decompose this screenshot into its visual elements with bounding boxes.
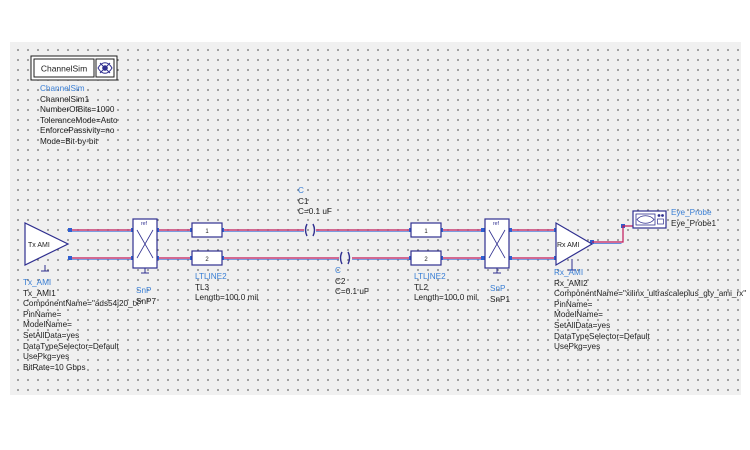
schematic-canvas[interactable] <box>10 42 741 395</box>
c2-type: C <box>335 266 341 275</box>
rx-label-block: Rx_AMI Rx_AMI2 ComponentName="xilinx_ult… <box>554 268 746 353</box>
snp7-component[interactable]: ref <box>132 218 158 274</box>
tx-param-usepkg: UsePkg=yes <box>23 352 70 362</box>
c2-instance: C2 <box>335 276 346 286</box>
tl3-pin1: 1 <box>205 229 209 235</box>
probe-instance: Eye_Probe1 <box>671 218 717 228</box>
tx-symbol-label: Tx AMI <box>28 242 50 249</box>
tl3-instance: TL3 <box>195 282 210 292</box>
rx-param-usepkg: UsePkg=yes <box>554 342 601 352</box>
tl3-pin2: 2 <box>205 257 209 263</box>
tl2-type: LTLINE2 <box>414 272 446 281</box>
rx-param-pin: PinName= <box>554 299 593 309</box>
tl2-pin1: 1 <box>424 229 428 235</box>
channelsim-param-mode: Mode=Bit-by-bit <box>40 136 98 146</box>
tx-label-block: Tx_AMI Tx_AMI1 ComponentName="ads54j20_t… <box>23 278 142 373</box>
tx-param-setall: SetAllData=yes <box>23 330 80 340</box>
wires-highlight <box>70 231 556 260</box>
tx-param-model: ModelName= <box>23 320 72 330</box>
channelsim-eye-icon <box>97 62 113 74</box>
channelsim-controller[interactable]: ChannelSim <box>30 55 118 81</box>
channelsim-icon-label: ChannelSim <box>41 64 87 74</box>
snp7-label-block: SnP SnP7 <box>136 286 156 307</box>
c1-param-value: C=0.1 uF <box>298 207 332 217</box>
channelsim-param-tolerance: ToleranceMode=Auto <box>40 115 118 125</box>
snp1-label-block: SnP SnP1 <box>490 284 510 305</box>
c1-label-block: C C1 C=0.1 uF <box>298 186 332 218</box>
channelsim-label-block: ChannelSim ChannelSim1 NumberOfBits=1000… <box>40 84 118 148</box>
rx-param-setall: SetAllData=yes <box>554 320 611 330</box>
tx-param-component: ComponentName="ads54j20_tx" <box>23 299 142 309</box>
rx-symbol-label: Rx AMI <box>557 242 580 249</box>
channelsim-type: ChannelSim <box>40 84 85 93</box>
tl3-type: LTLINE2 <box>195 272 227 281</box>
tl3-component[interactable]: 1 2 <box>191 222 223 266</box>
tx-param-pin: PinName= <box>23 309 62 319</box>
tl2-instance: TL2 <box>414 282 429 292</box>
tx-ami-symbol[interactable]: Tx AMI <box>24 222 70 272</box>
svg-text:ref: ref <box>141 221 147 227</box>
rx-ami-symbol[interactable]: Rx AMI <box>555 221 594 271</box>
tl2-pin2: 2 <box>424 257 428 263</box>
wires <box>70 229 556 259</box>
c1-type: C <box>298 186 304 195</box>
svg-text:ref: ref <box>493 221 499 227</box>
rx-param-model: ModelName= <box>554 310 603 320</box>
snp7-type: SnP <box>136 286 152 295</box>
channelsim-param-passivity: EnforcePassivity=no <box>40 126 115 136</box>
rx-to-probe-wire <box>592 225 633 244</box>
rx-instance: Rx_AMI2 <box>554 278 588 288</box>
c2-label-block: C C2 C=0.1 uF <box>335 266 369 298</box>
rx-param-datatype: DataTypeSelector=Default <box>554 331 650 341</box>
tl2-label-block: LTLINE2 TL2 Length=100.0 mil <box>414 272 477 304</box>
probe-label-block: Eye_Probe Eye_Probe1 <box>671 208 716 229</box>
tx-param-bitrate: BitRate=10 Gbps <box>23 362 86 372</box>
snp1-component[interactable]: ref <box>484 218 510 274</box>
tx-instance: Tx_AMI1 <box>23 288 56 298</box>
probe-type: Eye_Probe <box>671 208 712 217</box>
channelsim-param-bits: NumberOfBits=1000 <box>40 105 115 115</box>
capacitor-c2[interactable] <box>339 251 351 265</box>
rx-type: Rx_AMI <box>554 268 584 277</box>
tl2-component[interactable]: 1 2 <box>410 222 442 266</box>
tx-type: Tx_AMI <box>23 278 52 287</box>
c2-param-value: C=0.1 uF <box>335 287 369 297</box>
tl2-param-length: Length=100.0 mil <box>414 293 478 303</box>
tl3-label-block: LTLINE2 TL3 Length=100.0 mil <box>195 272 258 304</box>
snp1-type: SnP <box>490 284 506 293</box>
eye-probe-component[interactable] <box>632 210 667 229</box>
c1-instance: C1 <box>298 196 309 206</box>
snp7-instance: SnP7 <box>136 296 157 306</box>
tl3-param-length: Length=100.0 mil <box>195 293 259 303</box>
tx-param-datatype: DataTypeSelector=Default <box>23 341 119 351</box>
rx-param-component: ComponentName="xilinx_ultrascaleplus_gty… <box>554 289 747 299</box>
snp1-instance: SnP1 <box>490 294 511 304</box>
channelsim-instance: ChannelSim1 <box>40 94 90 104</box>
capacitor-c1[interactable] <box>304 223 316 237</box>
